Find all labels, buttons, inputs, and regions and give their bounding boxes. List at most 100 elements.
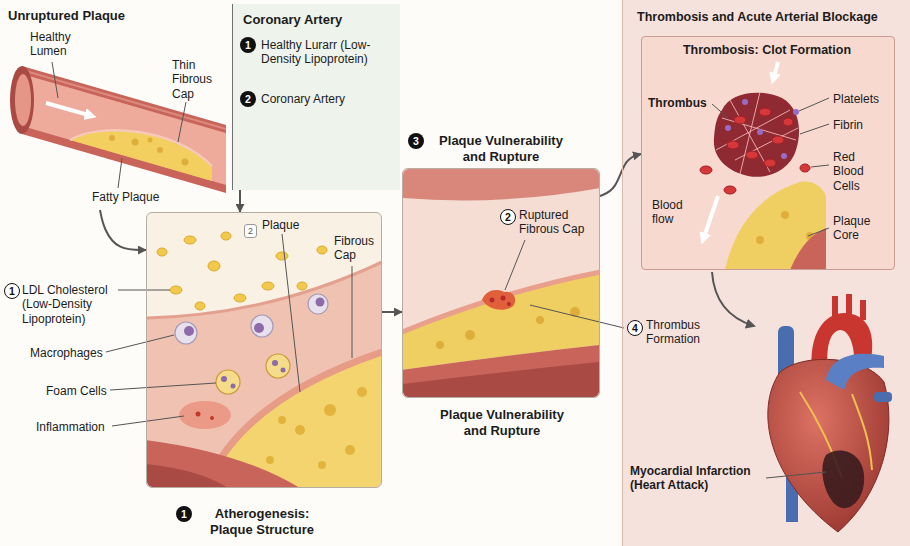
- plaque-cross-section: [295, 425, 305, 435]
- leader-line: [712, 104, 728, 118]
- thrombus-inset: [800, 164, 810, 172]
- leader-line: [530, 305, 624, 328]
- flow-arrow: [239, 190, 241, 212]
- thrombus-inset: [703, 196, 718, 240]
- leader-line: [106, 335, 174, 352]
- plaque-cross-section: [254, 323, 264, 333]
- flow-arrow: [382, 311, 402, 313]
- plaque-cross-section: [324, 404, 336, 416]
- plaque-cross-section: [157, 248, 167, 256]
- plaque-cross-section: [272, 360, 278, 366]
- label-holder: Red Blood Cells: [833, 150, 873, 193]
- plaque-cross-section: [234, 294, 246, 302]
- callout-number: 3: [408, 133, 424, 149]
- ruptured-plaque-section: [482, 290, 515, 310]
- thrombus-inset: [727, 141, 739, 149]
- text-holder: Unruptured Plaque: [8, 8, 208, 24]
- label-holder: 4: [627, 320, 643, 336]
- text-holder: Thrombosis and Acute Arterial Blockage: [637, 10, 905, 25]
- panel-heading: Coronary Artery: [243, 12, 393, 28]
- part-label: LDL Cholesterol (Low-Density Lipoprotein…: [22, 283, 116, 326]
- label-holder: Platelets: [833, 92, 889, 106]
- callout-number: 1: [4, 283, 20, 299]
- panel-fill: [146, 212, 382, 488]
- ruptured-plaque-section: [465, 330, 475, 340]
- leader-line: [282, 234, 300, 392]
- plaque-cross-section: [308, 294, 328, 314]
- heart-illustration: [822, 451, 864, 509]
- plaque-cross-section: [170, 286, 182, 294]
- ruptured-plaque-section: [536, 316, 544, 324]
- plaque-cross-section: [147, 440, 300, 487]
- label-holder: LDL Cholesterol (Low-Density Lipoprotein…: [22, 283, 116, 326]
- ruptured-plaque-section: [403, 169, 599, 397]
- leader-line: [505, 240, 525, 290]
- text-holder: Coronary Artery: [243, 12, 393, 28]
- thrombus-inset: [725, 125, 731, 131]
- leader-line: [110, 383, 216, 390]
- box-caption: Atherogenesis: Plaque Structure: [197, 506, 327, 537]
- plaque-cross-section: [251, 315, 273, 337]
- panel-heading: Thrombosis and Acute Arterial Blockage: [637, 10, 905, 25]
- box-caption: Plaque Vulnerability and Rupture: [432, 407, 572, 438]
- leader-line: [799, 98, 829, 111]
- label-holder: Thrombus: [648, 96, 712, 110]
- list-item: Healthy Lurarr (Low-Density Lipoprotein): [261, 38, 373, 67]
- plaque-cross-section: [179, 401, 231, 429]
- thrombus-inset: [716, 92, 798, 174]
- leader-line: [118, 290, 170, 291]
- part-label: Thrombus: [648, 96, 712, 110]
- leader-line: [808, 228, 829, 236]
- flow-arrow: [100, 210, 146, 250]
- artery-tube: [46, 103, 92, 116]
- part-label: Fibrin: [833, 118, 889, 132]
- panel-heading: Unruptured Plaque: [8, 8, 208, 24]
- plaque-cross-section: [147, 232, 381, 487]
- label-holder: Ruptured Fibrous Cap: [519, 208, 593, 237]
- artery-tube: [70, 130, 212, 166]
- callout-number: 2: [240, 91, 256, 107]
- panel-fills: [146, 0, 910, 546]
- heart-illustration: [846, 294, 852, 316]
- callout-number: 1: [176, 506, 192, 522]
- thrombus-inset: [793, 109, 799, 115]
- callout-number: 4: [627, 320, 643, 336]
- leader-line: [352, 266, 353, 358]
- heart-illustration: [826, 354, 884, 390]
- part-label: Healthy Lumen: [30, 30, 80, 59]
- panel-fill: [402, 168, 600, 398]
- heart-illustration: [712, 272, 892, 532]
- plaque-cross-section: [208, 261, 220, 271]
- callout-number: 2: [244, 224, 257, 238]
- diagram-box: Plaque Vulnerability and RupturePlaque V…: [402, 168, 600, 398]
- part-label: Thrombus Formation: [646, 318, 720, 347]
- plaque-cross-section: [147, 262, 381, 318]
- ruptured-plaque-section: [490, 298, 495, 303]
- thrombus-inset: [757, 129, 763, 135]
- label-holder: Fatty Plaque: [92, 190, 182, 204]
- label-holder: 1: [176, 506, 192, 522]
- plaque-cross-section: [318, 461, 326, 469]
- ruptured-plaque-section: [403, 345, 599, 397]
- leader-line: [112, 416, 184, 426]
- part-label: Fibrous Cap: [334, 234, 380, 263]
- label-holder: 2: [500, 209, 516, 225]
- ruptured-plaque-section: [403, 169, 599, 200]
- plaque-cross-section: [184, 236, 196, 244]
- text-holder: Plaque Vulnerability and Rupture: [431, 133, 571, 164]
- heart-illustration: [832, 296, 838, 316]
- plaque-cross-section: [278, 416, 286, 424]
- part-label: Myocardial Infarction (Heart Attack): [630, 464, 764, 493]
- label-holder: 2: [240, 91, 256, 107]
- plaque-cross-section: [195, 302, 205, 310]
- label-holder: Foam Cells: [46, 384, 116, 398]
- text-holder: Atherogenesis: Plaque Structure: [197, 506, 327, 537]
- flow-arrow: [600, 154, 641, 196]
- label-holder: Fibrous Cap: [334, 234, 380, 263]
- label-holder: Thrombus Formation: [646, 318, 720, 347]
- artery-tube: [132, 139, 139, 146]
